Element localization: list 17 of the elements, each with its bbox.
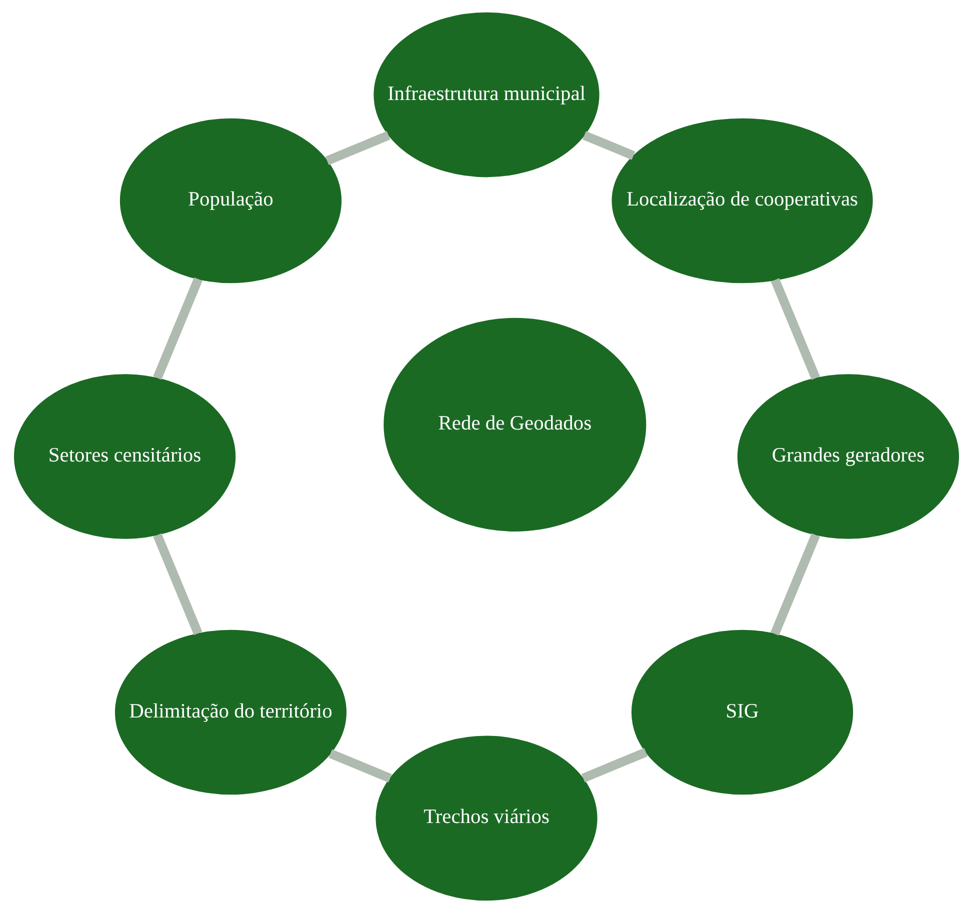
connector <box>770 278 820 380</box>
node-ellipse: População <box>120 118 342 284</box>
node-ellipse: SIG <box>631 630 854 795</box>
node-ellipse: Localização de cooperativas <box>612 118 873 284</box>
connector <box>325 131 390 166</box>
node-ellipse: Rede de Geodados <box>384 318 646 532</box>
node-ellipse: Grandes geradores <box>737 374 960 539</box>
connector <box>770 533 820 636</box>
node-ellipse: Infraestrutura municipal <box>374 12 600 178</box>
connector <box>153 533 202 636</box>
node-ellipse: Trechos viários <box>376 736 598 901</box>
connector <box>582 131 636 160</box>
connector <box>328 749 392 782</box>
node-ellipse: Setores censitários <box>14 374 236 539</box>
node-ellipse: Delimitação do território <box>114 630 347 795</box>
connector <box>153 277 202 380</box>
connector <box>581 748 648 782</box>
